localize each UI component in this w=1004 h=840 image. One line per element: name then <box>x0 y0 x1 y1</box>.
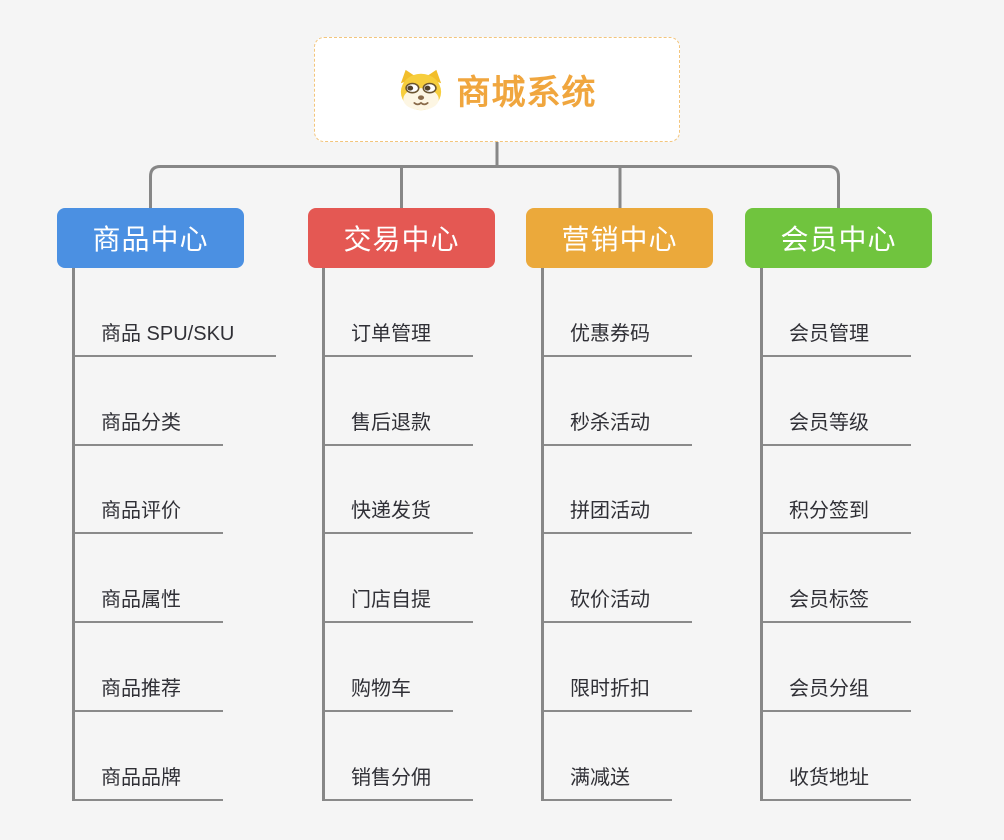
branch-node-product-center[interactable]: 商品中心 <box>57 208 244 268</box>
root-node-title: 商城系统 <box>456 74 597 112</box>
leaf-node[interactable]: 会员等级 <box>763 357 911 446</box>
leaf-node[interactable]: 商品品牌 <box>75 712 223 801</box>
leaf-node[interactable]: 商品分类 <box>75 357 223 446</box>
leaf-node[interactable]: 门店自提 <box>325 534 473 624</box>
leaf-node[interactable]: 拼团活动 <box>544 446 692 535</box>
branch-column-member-center: 会员管理 会员等级 积分签到 会员标签 会员分组 收货地址 <box>760 268 911 801</box>
leaf-node[interactable]: 秒杀活动 <box>544 357 692 446</box>
leaf-node[interactable]: 商品属性 <box>75 534 223 624</box>
branch-rail-line <box>149 165 840 208</box>
branch-column-product-center: 商品 SPU/SKU 商品分类 商品评价 商品属性 商品推荐 商品品牌 <box>72 268 277 801</box>
leaf-node[interactable]: 优惠券码 <box>544 268 692 357</box>
leaf-node[interactable]: 商品推荐 <box>75 623 223 712</box>
leaf-node[interactable]: 会员标签 <box>763 534 911 624</box>
root-node-mall-system[interactable]: 商城系统 <box>314 37 680 142</box>
shiba-dog-icon <box>400 69 441 110</box>
branch-column-marketing-center: 优惠券码 秒杀活动 拼团活动 砍价活动 限时折扣 满减送 <box>541 268 692 801</box>
leaf-node[interactable]: 收货地址 <box>763 712 911 801</box>
leaf-node[interactable]: 快递发货 <box>325 446 473 535</box>
branch-node-marketing-center[interactable]: 营销中心 <box>526 208 713 268</box>
leaf-node[interactable]: 限时折扣 <box>544 623 692 712</box>
branch-node-member-center[interactable]: 会员中心 <box>745 208 932 268</box>
leaf-node[interactable]: 订单管理 <box>325 268 473 357</box>
leaf-node[interactable]: 满减送 <box>544 712 672 801</box>
leaf-node[interactable]: 商品评价 <box>75 446 223 535</box>
leaf-node[interactable]: 购物车 <box>325 623 453 712</box>
leaf-node[interactable]: 售后退款 <box>325 357 473 446</box>
leaf-node[interactable]: 会员分组 <box>763 623 911 712</box>
leaf-node[interactable]: 积分签到 <box>763 446 911 535</box>
leaf-node[interactable]: 砍价活动 <box>544 534 692 624</box>
leaf-node[interactable]: 销售分佣 <box>325 712 473 801</box>
leaf-node[interactable]: 会员管理 <box>763 268 911 357</box>
branch-column-trade-center: 订单管理 售后退款 快递发货 门店自提 购物车 销售分佣 <box>322 268 473 801</box>
leaf-node[interactable]: 商品 SPU/SKU <box>75 268 277 357</box>
branch-node-trade-center[interactable]: 交易中心 <box>308 208 495 268</box>
